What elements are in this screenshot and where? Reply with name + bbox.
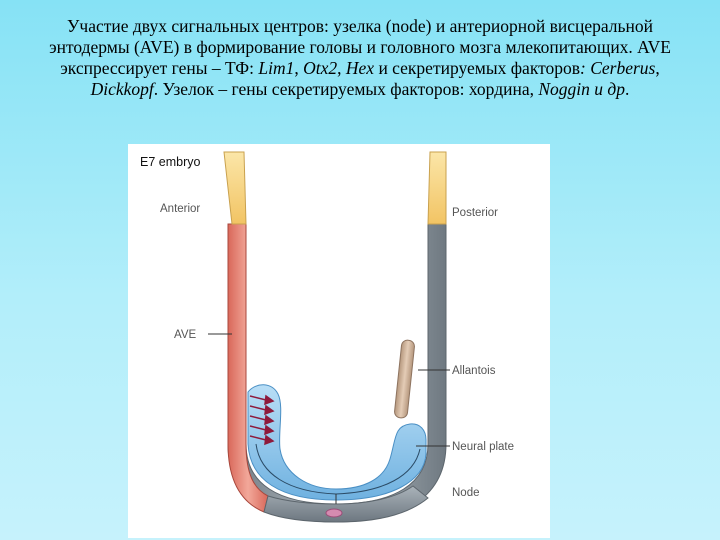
arrow-5 — [249, 434, 275, 446]
bottom-endoderm — [263, 485, 429, 523]
allantois-structure — [394, 339, 415, 419]
arrow-2 — [249, 404, 275, 416]
diagram-title: E7 embryo — [140, 155, 200, 169]
embryo-diagram: E7 embryo Anterior Posterior AVE Allanto… — [128, 144, 550, 538]
label-anterior: Anterior — [160, 203, 200, 215]
ectoplacental-left — [223, 151, 247, 225]
label-allantois: Allantois — [452, 365, 496, 377]
label-neural-plate: Neural plate — [452, 441, 514, 453]
ectoplacental-right — [427, 151, 447, 225]
arrow-1 — [249, 394, 275, 406]
arrow-4 — [249, 424, 275, 436]
node-structure — [325, 508, 343, 518]
label-ave: AVE — [174, 329, 196, 341]
label-posterior: Posterior — [452, 207, 498, 219]
leader-lines — [208, 333, 450, 504]
label-node: Node — [452, 487, 480, 499]
ave-signal-arrows — [249, 394, 275, 446]
figure-caption: Участие двух сигнальных центров: узелка … — [49, 16, 671, 99]
arrow-3 — [249, 414, 275, 426]
